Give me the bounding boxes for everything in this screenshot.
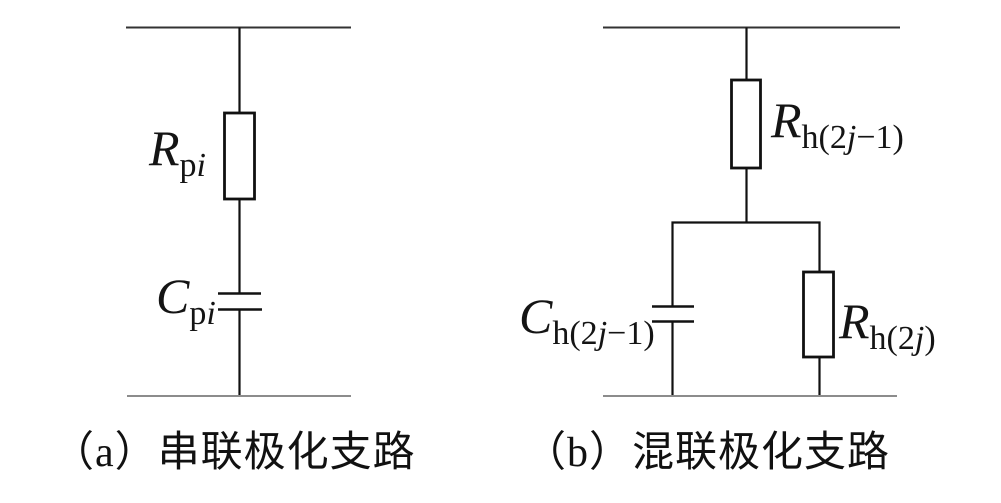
label-parallel-capacitor-b: Ch(2j−1)	[519, 291, 655, 351]
label-series-resistor-a: Rpi	[149, 123, 206, 183]
label-sub-var: j	[846, 119, 857, 156]
label-main-symbol: R	[149, 120, 180, 176]
label-series-resistor-b: Rh(2j−1)	[771, 95, 904, 155]
label-sub-post: −1)	[607, 315, 655, 352]
label-sub-var: i	[206, 295, 216, 332]
label-sub-pre: p	[189, 295, 207, 332]
label-parallel-resistor-b: Rh(2j)	[839, 296, 936, 356]
label-sub-pre: h(2	[869, 320, 915, 357]
label-subscript: h(2j−1)	[552, 315, 654, 352]
label-sub-pre: h(2	[801, 119, 847, 156]
label-main-symbol: C	[519, 288, 553, 344]
circuit-b-junction-tee	[671, 221, 821, 306]
label-subscript: pi	[189, 295, 215, 332]
circuit-b	[603, 26, 900, 397]
label-sub-var: j	[914, 320, 925, 357]
label-sub-pre: p	[179, 147, 197, 184]
label-sub-var: j	[597, 315, 608, 352]
label-sub-post: )	[924, 320, 936, 357]
circuit-b-parallel-resistor-body	[802, 270, 835, 359]
label-sub-pre: h(2	[552, 315, 598, 352]
label-main-symbol: R	[771, 92, 802, 148]
caption-circuit-b: （b）混联极化支路	[524, 430, 891, 476]
label-subscript: h(2j)	[870, 320, 936, 357]
label-subscript: h(2j−1)	[802, 119, 904, 156]
label-series-capacitor-a: Cpi	[156, 271, 216, 331]
caption-circuit-a: （a）串联极化支路	[52, 430, 416, 476]
circuit-a	[126, 26, 351, 397]
label-subscript: pi	[180, 147, 206, 184]
label-sub-var: i	[196, 147, 206, 184]
label-main-symbol: C	[156, 268, 190, 324]
circuit-b-series-resistor-body	[730, 78, 762, 170]
circuit-a-resistor-body	[223, 111, 256, 201]
label-main-symbol: R	[839, 293, 870, 349]
label-sub-post: −1)	[856, 119, 904, 156]
